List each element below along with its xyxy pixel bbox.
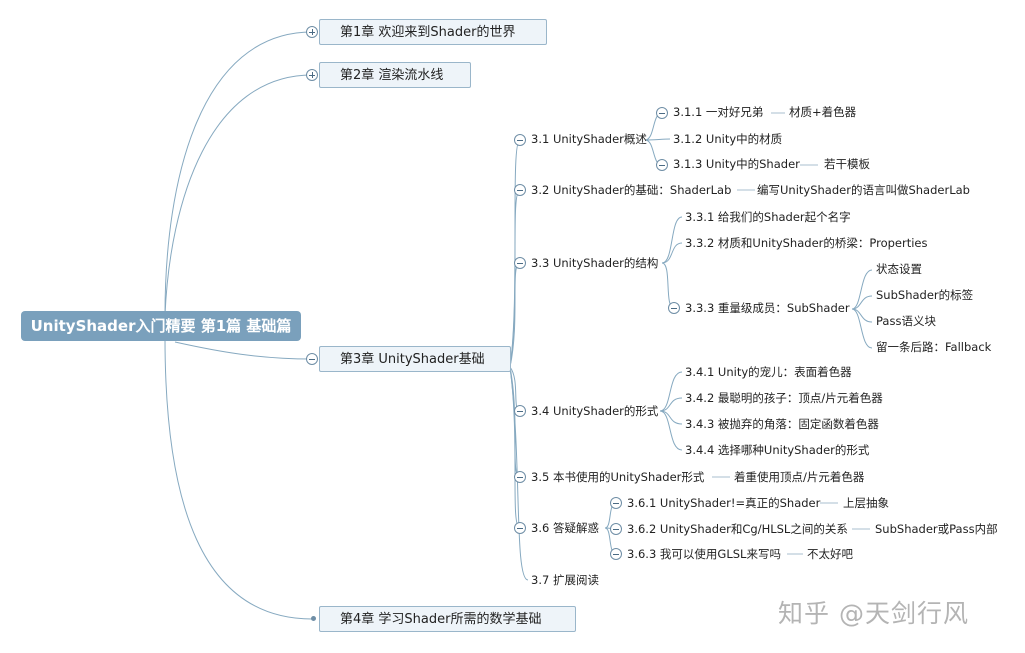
section-3-7[interactable]: 3.7 扩展阅读 — [531, 573, 599, 587]
chapter-1-node[interactable]: 第1章 欢迎来到Shader的世界 — [319, 19, 547, 45]
ch4-connector-dot-icon — [311, 616, 316, 621]
item-subshader-tags[interactable]: SubShader的标签 — [876, 288, 974, 302]
note-3-6-1[interactable]: 上层抽象 — [843, 496, 889, 510]
link-s333-a — [851, 269, 873, 310]
expand-ch1-icon[interactable] — [306, 26, 318, 38]
link-s333-d — [851, 308, 873, 349]
section-3-1[interactable]: 3.1 UnityShader概述 — [531, 132, 647, 146]
link-s33-s331 — [661, 216, 683, 264]
expand-ch2-icon[interactable] — [306, 69, 318, 81]
section-3-4-4[interactable]: 3.4.4 选择哪种UnityShader的形式 — [685, 443, 870, 457]
section-3-1-3[interactable]: 3.1.3 Unity中的Shader — [673, 157, 800, 171]
item-fallback[interactable]: 留一条后路：Fallback — [876, 340, 992, 354]
link-ch3-s36 — [509, 366, 521, 529]
section-3-1-2[interactable]: 3.1.2 Unity中的材质 — [673, 132, 783, 146]
section-3-2[interactable]: 3.2 UnityShader的基础：ShaderLab — [531, 183, 732, 197]
link-ch3-s32 — [509, 189, 521, 368]
collapse-s311-icon[interactable] — [656, 107, 668, 119]
note-3-6-3[interactable]: 不太好吧 — [807, 547, 853, 561]
section-3-3-1[interactable]: 3.3.1 给我们的Shader起个名字 — [685, 210, 851, 224]
link-s34-s344 — [659, 410, 683, 451]
watermark: 知乎 @天剑行风 — [778, 599, 969, 628]
section-3-6-1[interactable]: 3.6.1 UnityShader!=真正的Shader — [627, 496, 821, 510]
link-root-ch4 — [164, 337, 313, 620]
collapse-s363-icon[interactable] — [610, 548, 622, 560]
link-s333-b — [851, 295, 873, 310]
link-root-ch3 — [174, 341, 313, 360]
link-s333-c — [851, 308, 873, 323]
link-root-ch1 — [164, 31, 313, 316]
link-s34-s342 — [659, 397, 683, 412]
link-s34-s343 — [659, 410, 683, 425]
section-3-4[interactable]: 3.4 UnityShader的形式 — [531, 404, 659, 418]
note-3-1-1[interactable]: 材质+着色器 — [789, 105, 857, 119]
link-ch3-s33 — [509, 262, 521, 368]
section-3-6[interactable]: 3.6 答疑解惑 — [531, 521, 599, 535]
link-root-ch2 — [164, 74, 313, 316]
link-s31-s312 — [644, 138, 671, 141]
collapse-s362-icon[interactable] — [610, 523, 622, 535]
section-3-6-3[interactable]: 3.6.3 我可以使用GLSL来写吗 — [627, 547, 781, 561]
collapse-s35-icon[interactable] — [514, 471, 526, 483]
collapse-s33-icon[interactable] — [514, 257, 526, 269]
collapse-s32-icon[interactable] — [514, 184, 526, 196]
section-3-4-3[interactable]: 3.4.3 被抛弃的角落：固定函数着色器 — [685, 417, 879, 431]
section-3-3-2[interactable]: 3.3.2 材质和UnityShader的桥梁：Properties — [685, 236, 928, 250]
section-3-5[interactable]: 3.5 本书使用的UnityShader形式 — [531, 470, 705, 484]
collapse-s34-icon[interactable] — [514, 405, 526, 417]
collapse-s36-icon[interactable] — [514, 522, 526, 534]
link-s34-s341 — [659, 371, 683, 412]
item-pass-block[interactable]: Pass语义块 — [876, 314, 936, 328]
item-state-settings[interactable]: 状态设置 — [876, 262, 922, 276]
link-ch3-s35 — [509, 366, 521, 478]
note-3-5[interactable]: 着重使用顶点/片元着色器 — [734, 470, 865, 484]
collapse-s31-icon[interactable] — [514, 134, 526, 146]
note-3-6-2[interactable]: SubShader或Pass内部 — [875, 522, 998, 536]
section-3-4-2[interactable]: 3.4.2 最聪明的孩子：顶点/片元着色器 — [685, 391, 883, 405]
section-3-3-3[interactable]: 3.3.3 重量级成员：SubShader — [685, 301, 850, 315]
section-3-1-1[interactable]: 3.1.1 一对好兄弟 — [673, 105, 764, 119]
section-3-6-2[interactable]: 3.6.2 UnityShader和Cg/HLSL之间的关系 — [627, 522, 848, 536]
section-3-3[interactable]: 3.3 UnityShader的结构 — [531, 256, 659, 270]
chapter-3-node[interactable]: 第3章 UnityShader基础 — [319, 346, 511, 372]
collapse-ch3-icon[interactable] — [306, 353, 318, 365]
note-3-2[interactable]: 编写UnityShader的语言叫做ShaderLab — [757, 183, 970, 197]
collapse-s361-icon[interactable] — [610, 497, 622, 509]
collapse-s333-icon[interactable] — [668, 302, 680, 314]
link-s33-s332 — [661, 242, 683, 264]
section-3-4-1[interactable]: 3.4.1 Unity的宠儿：表面着色器 — [685, 365, 852, 379]
root-topic[interactable]: UnityShader入门精要 第1篇 基础篇 — [21, 311, 301, 341]
chapter-4-node[interactable]: 第4章 学习Shader所需的数学基础 — [319, 606, 576, 632]
chapter-2-node[interactable]: 第2章 渲染流水线 — [319, 62, 471, 88]
note-3-1-3[interactable]: 若干模板 — [824, 157, 870, 171]
link-ch3-s31 — [509, 139, 521, 368]
collapse-s313-icon[interactable] — [656, 159, 668, 171]
